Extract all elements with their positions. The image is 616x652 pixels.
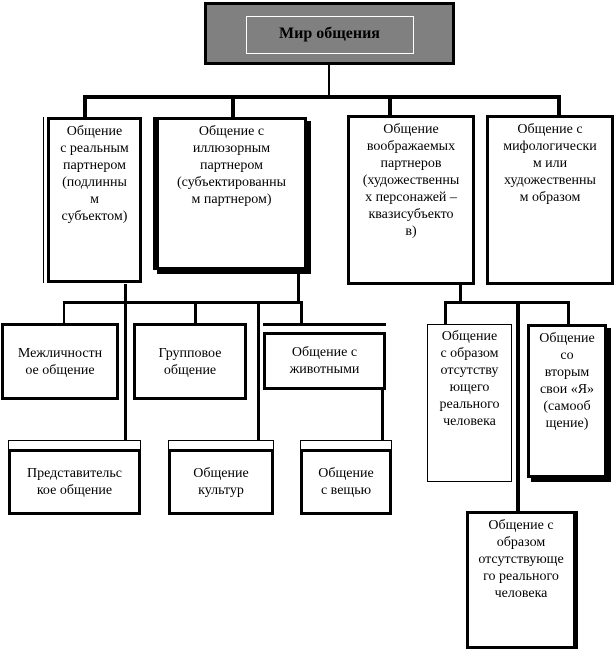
animals-stem (381, 388, 384, 441)
group-line: Групповое (158, 345, 222, 361)
absent-person-image-2-line: отсутствующе (478, 552, 564, 567)
absent-person-image-line: с образом (440, 346, 499, 361)
tab-things (300, 440, 392, 449)
animals-double-top-line (263, 323, 386, 326)
group-line: общение (163, 362, 217, 378)
absent-person-image-line: отсутству (440, 363, 499, 378)
second-self-box: Общение со вторым свои «Я» (самооб щение… (527, 324, 607, 478)
left-group-bus-line (63, 301, 303, 304)
drop-line-3 (388, 95, 392, 118)
absent-person-image-2-line: го реального (483, 569, 559, 584)
interpersonal-line: ое общение (25, 362, 95, 378)
absent-person-image-line: Общение (441, 329, 498, 344)
mythological-image-line: Общение с (517, 122, 583, 137)
imaginary-partner-line: партнеров (380, 156, 442, 171)
cultures-line: Общение (193, 466, 249, 481)
interpersonal-box: Межличностн ое общение (1, 323, 119, 400)
representative-line: кое общение (36, 483, 113, 498)
illusory-partner-stem (297, 270, 300, 304)
left-drop-4 (300, 301, 303, 326)
real-partner-line: м (90, 192, 99, 207)
cultures-line: культур (198, 483, 244, 498)
left-drop-3 (257, 301, 260, 441)
right-drop-1 (444, 301, 447, 326)
mythological-image-box: Общение с мифологически м или художестве… (486, 115, 614, 285)
root-stem-line (328, 64, 330, 96)
animals-line: Общение с (291, 345, 358, 360)
mythological-image-line: м образом (519, 190, 581, 205)
real-partner-box: Общение с реальным партнером (подлинны м… (47, 117, 142, 283)
imaginary-partner-line: в) (405, 224, 417, 239)
imaginary-partner-line: х персонажей – (365, 190, 457, 205)
left-drop-1 (63, 301, 65, 326)
illusory-partner-line: м партнером) (191, 192, 272, 207)
drop-line-2 (231, 95, 235, 120)
animals-box: Общение с животными (263, 332, 386, 390)
left-drop-2 (194, 301, 197, 326)
real-partner-line: субъектом) (61, 209, 128, 224)
imaginary-partner-box: Общение воображаемых партнеров (художест… (347, 115, 475, 285)
things-box: Общение с вещью (300, 449, 392, 515)
real-partner-stem (124, 284, 127, 440)
illusory-partner-box: Общение с иллюзорным партнером (субъекти… (153, 117, 307, 270)
absent-person-image-2-line: Общение с (488, 518, 554, 533)
right-center-stem (516, 301, 520, 513)
right-group-bus-line (444, 301, 570, 304)
mythological-image-line: мифологически (503, 139, 597, 154)
things-line: с вещью (320, 483, 372, 498)
second-self-line: со (560, 348, 574, 363)
imaginary-partner-line: квазисубъекто (368, 207, 454, 222)
absent-person-image-box: Общение с образом отсутству ющего реальн… (427, 324, 512, 482)
imaginary-partner-line: (художественны (362, 173, 460, 188)
illusory-partner-line: (субъектированны (177, 175, 286, 190)
drop-line-4 (557, 95, 561, 118)
drop-line-1 (83, 95, 87, 120)
imaginary-partner-line: Общение (383, 122, 439, 137)
imaginary-partner-line: воображаемых (366, 139, 456, 154)
root-inner-frame (246, 16, 414, 54)
illusory-partner-line: иллюзорным (192, 141, 271, 156)
real-partner-line: (подлинны (62, 175, 127, 190)
representative-line: Представительс (27, 466, 122, 481)
absent-person-image-2-line: человека (494, 586, 548, 601)
absent-person-image-box-2: Общение с образом отсутствующе го реальн… (466, 511, 578, 649)
animals-line: животными (289, 362, 360, 377)
real-partner-line: Общение (66, 124, 123, 139)
cultures-box: Общение культур (168, 449, 274, 515)
real-partner-line: партнером (63, 158, 126, 173)
second-self-line: (самооб (543, 399, 591, 414)
illusory-partner-line: партнером (200, 158, 263, 173)
illusory-partner-line: Общение с (198, 124, 265, 139)
second-self-line: свои «Я» (539, 382, 595, 397)
absent-person-image-line: ющего (449, 380, 490, 395)
real-partner-back-border (43, 117, 48, 283)
level1-bus-line (83, 95, 561, 99)
root-label: Мир общения (279, 25, 380, 42)
mythological-image-line: м или (532, 156, 568, 171)
absent-person-image-line: человека (443, 414, 496, 429)
group-box: Групповое общение (133, 323, 247, 400)
root-box: Мир общения (204, 2, 455, 65)
absent-person-image-2-line: образом (496, 535, 546, 550)
representative-box: Представительс кое общение (8, 449, 141, 515)
interpersonal-line: Межличностн (17, 345, 103, 361)
second-self-line: вторым (544, 365, 590, 380)
tab-representative (8, 440, 141, 449)
second-self-line: щение) (545, 416, 589, 431)
right-drop-2 (567, 301, 570, 326)
things-line: Общение (318, 466, 374, 481)
tab-cultures (168, 440, 274, 449)
absent-person-image-line: реального (439, 397, 500, 412)
second-self-line: Общение (539, 331, 595, 346)
imaginary-partner-stem (459, 285, 462, 304)
mythological-image-line: художественны (504, 173, 596, 188)
real-partner-line: с реальным (60, 141, 129, 156)
